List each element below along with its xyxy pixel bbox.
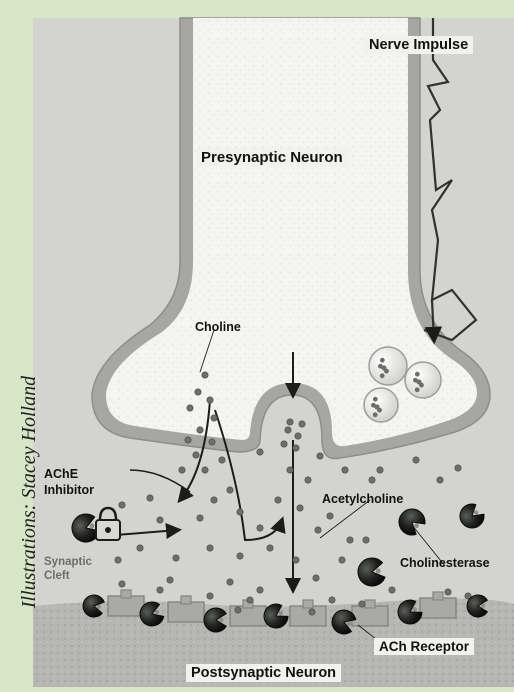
postsynaptic-neuron-label: Postsynaptic Neuron [186, 664, 341, 682]
molecule-dot [363, 537, 369, 543]
presynaptic-neuron-label: Presynaptic Neuron [196, 148, 348, 167]
synaptic-cleft-label-line2: Cleft [44, 570, 70, 582]
vesicle-molecule [417, 380, 422, 385]
molecule-dot [347, 537, 353, 543]
molecule-dot [173, 555, 179, 561]
molecule-dot [287, 419, 293, 425]
molecule-dot [377, 467, 383, 473]
receptor-binding-site [303, 600, 313, 608]
molecule-dot [389, 587, 395, 593]
molecule-dot [197, 427, 203, 433]
molecule-dot [309, 609, 315, 615]
nerve-impulse-label: Nerve Impulse [364, 36, 473, 54]
cholinesterase-enzyme [467, 595, 487, 617]
molecule-dot [119, 581, 125, 587]
molecule-dot [211, 497, 217, 503]
molecule-dot [329, 597, 335, 603]
illustration-credit: Illustrations: Stacey Holland [18, 302, 42, 682]
ache-inhibitor-label-line2: Inhibitor [44, 483, 94, 497]
vesicle-molecule [415, 372, 420, 377]
molecule-dot [187, 405, 193, 411]
molecule-dot [293, 557, 299, 563]
molecule-dot [315, 527, 321, 533]
molecule-dot [445, 589, 451, 595]
molecule-dot [455, 465, 461, 471]
vesicle-molecule [382, 366, 387, 371]
molecule-dot [157, 517, 163, 523]
molecule-dot [207, 593, 213, 599]
molecule-dot [179, 467, 185, 473]
molecule-dot [209, 439, 215, 445]
molecule-dot [167, 577, 173, 583]
molecule-dot [219, 457, 225, 463]
molecule-dot [285, 427, 291, 433]
molecule-dot [137, 545, 143, 551]
receptor-binding-site [365, 600, 375, 608]
molecule-dot [195, 389, 201, 395]
molecule-dot [257, 587, 263, 593]
vesicle-molecule [380, 373, 385, 378]
ach-receptor [168, 602, 204, 622]
molecule-dot [257, 449, 263, 455]
ach-receptor [352, 606, 388, 626]
acetylcholine-label: Acetylcholine [322, 492, 403, 506]
molecule-dot [342, 467, 348, 473]
molecule-dot [327, 513, 333, 519]
molecule-dot [207, 397, 213, 403]
receptor-binding-site [433, 592, 443, 600]
vesicle-molecule [373, 397, 378, 402]
molecule-dot [287, 467, 293, 473]
molecule-dot [275, 497, 281, 503]
ach-receptor [290, 606, 326, 626]
molecule-dot [267, 545, 273, 551]
vesicle-molecule [380, 358, 385, 363]
molecule-dot [369, 477, 375, 483]
molecule-dot [193, 452, 199, 458]
cholinesterase-enzyme [204, 608, 226, 632]
molecule-dot [413, 457, 419, 463]
molecule-dot [317, 453, 323, 459]
molecule-dot [227, 487, 233, 493]
molecule-dot [211, 415, 217, 421]
ach-receptor-label: ACh Receptor [374, 638, 474, 655]
ach-receptor [420, 598, 456, 618]
cholinesterase-label: Cholinesterase [400, 556, 490, 570]
molecule-dot [237, 509, 243, 515]
molecule-dot [359, 601, 365, 607]
vesicle-molecule [373, 412, 378, 417]
molecule-dot [147, 495, 153, 501]
synaptic-cleft-label-line1: Synaptic [44, 556, 92, 568]
molecule-dot [305, 477, 311, 483]
vesicle-molecule [375, 405, 380, 410]
choline-label: Choline [195, 320, 241, 334]
molecule-dot [313, 575, 319, 581]
molecule-dot [297, 505, 303, 511]
molecule-dot [281, 441, 287, 447]
molecule-dot [157, 587, 163, 593]
receptor-binding-site [181, 596, 191, 604]
molecule-dot [227, 579, 233, 585]
molecule-dot [185, 437, 191, 443]
vesicle-molecule [415, 387, 420, 392]
molecule-dot [293, 445, 299, 451]
receptor-binding-site [121, 590, 131, 598]
ach-receptor [108, 596, 144, 616]
molecule-dot [437, 477, 443, 483]
molecule-dot [115, 557, 121, 563]
molecule-dot [339, 557, 345, 563]
molecule-dot [257, 525, 263, 531]
molecule-dot [197, 515, 203, 521]
molecule-dot [202, 467, 208, 473]
molecule-dot [119, 502, 125, 508]
molecule-dot [295, 433, 301, 439]
molecule-dot [235, 607, 241, 613]
molecule-dot [202, 372, 208, 378]
molecule-dot [247, 597, 253, 603]
ache-inhibitor-label-line1: AChE [44, 467, 78, 481]
molecule-dot [299, 421, 305, 427]
molecule-dot [237, 553, 243, 559]
molecule-dot [207, 545, 213, 551]
